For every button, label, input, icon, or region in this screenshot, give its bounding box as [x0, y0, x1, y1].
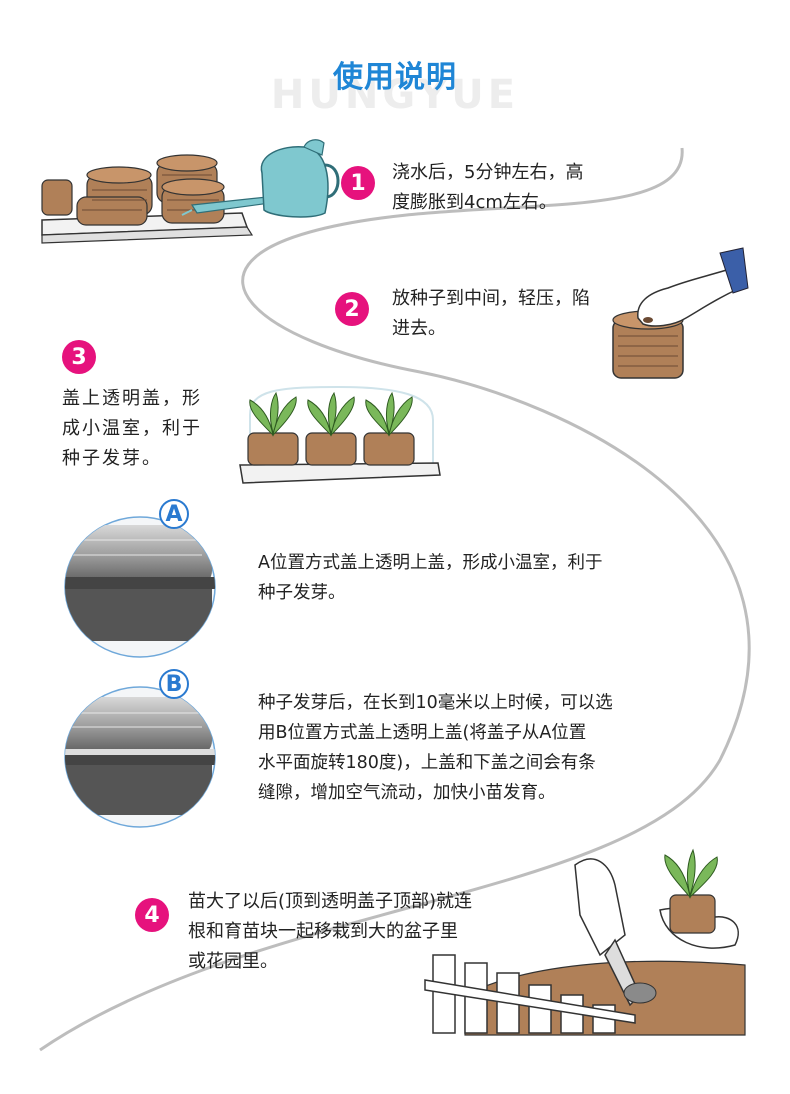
lid-b-text: 种子发芽后，在长到10毫米以上时候，可以选 用B位置方式盖上透明上盖(将盖子从A… [258, 688, 708, 808]
step-badge-3: 3 [62, 340, 96, 374]
lid-b-line-1: 种子发芽后，在长到10毫米以上时候，可以选 [258, 693, 613, 713]
hand-press-seed-illustration [612, 247, 749, 379]
tray-lid-a-photo [64, 516, 216, 658]
step-4-line-1: 苗大了以后(顶到透明盖子顶部)就连 [188, 891, 473, 912]
brand-watermark: HUNGYUE [270, 72, 520, 118]
lid-b-label: B [159, 669, 189, 699]
watering-pellets-illustration [41, 139, 340, 244]
step-1-line-1: 浇水后，5分钟左右，高 [392, 162, 584, 183]
step-3-line-2: 成小温室，利于 [62, 418, 202, 439]
lid-a-label: A [159, 499, 189, 529]
step-4-line-2: 根和育苗块一起移栽到大的盆子里 [188, 921, 458, 942]
lid-a-line-2: 种子发芽。 [258, 583, 346, 603]
lid-b-line-2: 用B位置方式盖上透明上盖(将盖子从A位置 [258, 723, 587, 743]
step-2-line-1: 放种子到中间，轻压，陷 [392, 288, 590, 309]
step-3-line-3: 种子发芽。 [62, 448, 162, 469]
lid-a-text: A位置方式盖上透明上盖，形成小温室，利于 种子发芽。 [258, 548, 688, 608]
step-badge-1: 1 [341, 166, 375, 200]
lid-a-line-1: A位置方式盖上透明上盖，形成小温室，利于 [258, 553, 603, 573]
seedling-tray-illustration [239, 385, 441, 484]
lid-b-line-3: 水平面旋转180度)，上盖和下盖之间会有条 [258, 753, 596, 773]
tray-lid-b-photo [64, 686, 216, 828]
step-badge-2: 2 [335, 292, 369, 326]
transplant-illustration [424, 848, 746, 1036]
step-4-text: 苗大了以后(顶到透明盖子顶部)就连 根和育苗块一起移栽到大的盆子里 或花园里。 [188, 887, 508, 977]
step-1-line-2: 度膨胀到4cm左右。 [392, 192, 557, 213]
step-4-line-3: 或花园里。 [188, 951, 278, 972]
step-2-text: 放种子到中间，轻压，陷 进去。 [392, 284, 632, 344]
step-3-text: 盖上透明盖，形 成小温室，利于 种子发芽。 [62, 384, 232, 474]
page-title: 使用说明 [333, 60, 457, 95]
step-badge-4: 4 [135, 898, 169, 932]
step-2-line-2: 进去。 [392, 318, 446, 339]
lid-b-line-4: 缝隙，增加空气流动，加快小苗发育。 [258, 783, 556, 803]
step-1-text: 浇水后，5分钟左右，高 度膨胀到4cm左右。 [392, 158, 632, 218]
step-3-line-1: 盖上透明盖，形 [62, 388, 202, 409]
